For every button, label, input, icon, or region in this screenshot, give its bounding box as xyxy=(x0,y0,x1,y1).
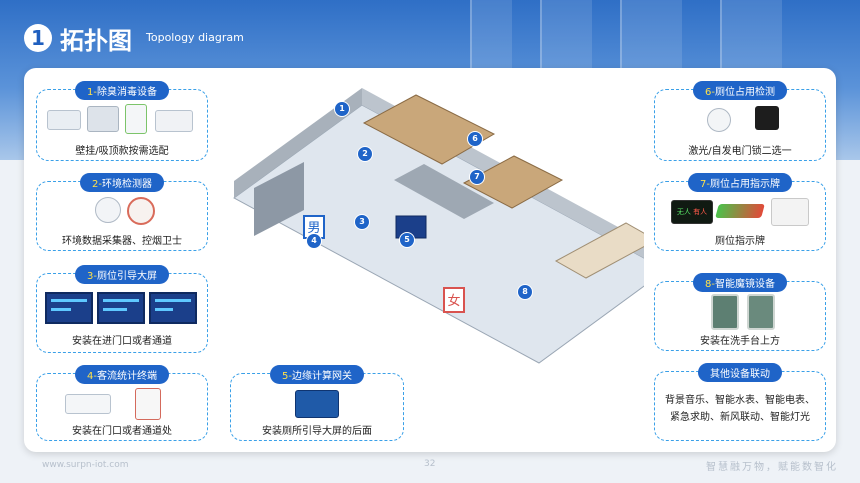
other-box: 其他设备联动 背景音乐、智能水表、智能电表、紧急求助、新风联动、智能灯光 xyxy=(654,363,826,441)
guide-caption: 安装在进门口或者通道 xyxy=(72,336,172,347)
female-sign xyxy=(443,287,465,313)
occupancy-pill: 6-厕位占用检测 xyxy=(693,81,787,100)
guide-box: 3-厕位引导大屏 安装在进门口或者通道 xyxy=(36,265,208,353)
deodorize-pill: 1-除臭消毒设备 xyxy=(75,81,169,100)
mirror-image xyxy=(711,294,739,330)
wall-unit-image xyxy=(47,110,81,130)
env-sensor-image xyxy=(95,197,121,223)
mirror-box: 8-智能魔镜设备 安装在洗手台上方 xyxy=(654,273,826,351)
guide-screen-image xyxy=(45,292,93,324)
page-subtitle: Topology diagram xyxy=(146,31,244,44)
door-lock-image xyxy=(755,106,779,130)
env-caption: 环境数据采集器、控烟卫士 xyxy=(62,236,182,247)
indicator-box: 7-厕位占用指示牌 无人 有人 厕位指示牌 xyxy=(654,173,826,251)
sterilizer-image xyxy=(125,104,147,134)
deodorize-box: 1-除臭消毒设备 壁挂/吸顶款按需选配 xyxy=(36,81,208,161)
divider-wall xyxy=(254,162,304,236)
guide-pill: 3-厕位引导大屏 xyxy=(75,265,169,284)
marker-2: 2 xyxy=(357,146,373,162)
floor-base xyxy=(233,104,644,364)
female-sign-text: 女 xyxy=(447,293,460,309)
counter-terminal-image xyxy=(135,388,161,420)
other-pill: 其他设备联动 xyxy=(698,363,782,382)
section-number: 1 xyxy=(24,24,52,52)
counter-box: 4-客流统计终端 安装在门口或者通道处 xyxy=(36,365,208,441)
mirror-pill: 8-智能魔镜设备 xyxy=(693,273,787,292)
marker-4: 4 xyxy=(306,233,322,249)
other-caption: 背景音乐、智能水表、智能电表、紧急求助、新风联动、智能灯光 xyxy=(665,395,815,423)
indicator-caption: 厕位指示牌 xyxy=(715,236,765,247)
marker-3: 3 xyxy=(354,214,370,230)
marker-8: 8 xyxy=(517,284,533,300)
occupancy-caption: 激光/自发电门锁二选一 xyxy=(688,146,792,157)
page-number: 32 xyxy=(424,459,436,469)
marker-5: 5 xyxy=(399,232,415,248)
deodorize-caption: 壁挂/吸顶款按需选配 xyxy=(75,146,169,157)
gateway-pill: 5-边缘计算网关 xyxy=(270,365,364,384)
guide-screen-image xyxy=(97,292,145,324)
env-pill: 2-环境检测器 xyxy=(80,173,164,192)
laser-sensor-image xyxy=(707,108,731,132)
back-wall-left xyxy=(234,88,362,198)
gateway-device-image xyxy=(295,390,339,418)
gateway-caption: 安装厕所引导大屏的后面 xyxy=(262,426,372,437)
occupancy-box: 6-厕位占用检测 激光/自发电门锁二选一 xyxy=(654,81,826,161)
gateway-box: 5-边缘计算网关 安装厕所引导大屏的后面 xyxy=(230,365,404,441)
indicator-pill: 7-厕位占用指示牌 xyxy=(688,173,792,192)
mirror-caption: 安装在洗手台上方 xyxy=(700,336,780,347)
wall-panel-image xyxy=(155,110,193,132)
counter-caption: 安装在门口或者通道处 xyxy=(72,426,172,437)
footer-slogan: 智慧融万物，赋能数智化 xyxy=(706,462,838,473)
content-card: 1-除臭消毒设备 壁挂/吸顶款按需选配 2-环境检测器 环境数据采集器、控烟卫士… xyxy=(24,68,836,452)
guide-screen-image xyxy=(149,292,197,324)
stall-area-2 xyxy=(462,155,564,209)
indicator-panel-image xyxy=(771,198,809,226)
env-box: 2-环境检测器 环境数据采集器、控烟卫士 xyxy=(36,173,208,251)
footer-url: www.surpn-iot.com xyxy=(42,460,129,470)
marker-1: 1 xyxy=(334,101,350,117)
marker-7: 7 xyxy=(469,169,485,185)
counter-camera-image xyxy=(65,394,111,414)
indicator-light-image xyxy=(715,204,765,218)
male-sign-text: 男 xyxy=(307,221,320,236)
ceiling-unit-image xyxy=(87,106,119,132)
counter-pill: 4-客流统计终端 xyxy=(75,365,169,384)
page-title: 拓扑图 xyxy=(60,27,132,55)
marker-6: 6 xyxy=(467,131,483,147)
indicator-sign-image: 无人 有人 xyxy=(671,200,713,224)
mirror-image xyxy=(747,294,775,330)
stall-area-1 xyxy=(362,94,496,165)
center-wall xyxy=(394,164,494,219)
sink-area xyxy=(554,222,644,279)
floorplan-diagram: 男 女 xyxy=(233,88,644,364)
smoke-sensor-image xyxy=(127,197,155,225)
